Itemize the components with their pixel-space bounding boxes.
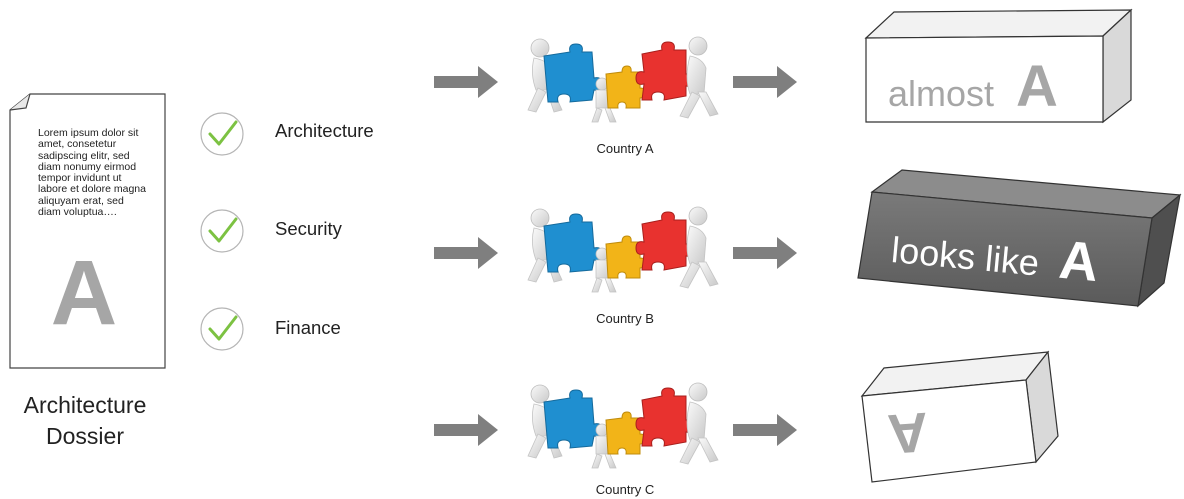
country-label-c: Country C (595, 482, 655, 497)
country-label-b: Country B (596, 311, 654, 326)
outcome-box-upside-down-a: A (860, 350, 1059, 483)
arrow-right-icon (733, 414, 797, 446)
dossier-text-line: diam voluptua…. (38, 206, 117, 219)
puzzle-team-country-c (527, 382, 719, 469)
arrow-right-icon (733, 66, 797, 98)
arrow-right-icon (733, 237, 797, 269)
outcome-text-almost: almost (888, 73, 994, 114)
outcome-letter: A (1016, 54, 1058, 119)
puzzle-team-country-a (527, 36, 719, 123)
dossier-big-letter: A (51, 242, 117, 344)
outcome-box-almost-a: almost A (864, 8, 1133, 124)
dossier-text-line: tempor invidunt ut (38, 172, 122, 185)
check-icon (200, 209, 244, 253)
dossier-text-line: diam nonumy eirmod (38, 160, 137, 173)
arrow-right-icon (434, 66, 498, 98)
arrow-right-icon (434, 237, 498, 269)
check-label-architecture: Architecture (275, 120, 374, 141)
dossier-document: A (9, 93, 166, 369)
country-label-a: Country A (596, 141, 654, 156)
outcome-letter: A (1057, 230, 1101, 293)
puzzle-team-country-b (527, 206, 719, 293)
check-label-security: Security (275, 218, 342, 239)
dossier-title: Architecture Dossier (0, 390, 170, 452)
check-label-finance: Finance (275, 317, 341, 338)
check-icon (200, 307, 244, 351)
dossier-text-line: aliquyam erat, sed (38, 194, 124, 207)
dossier-title-line: Dossier (46, 423, 124, 449)
dossier-text-line: sadipscing elitr, sed (38, 149, 130, 162)
check-icon (200, 112, 244, 156)
arrow-right-icon (434, 414, 498, 446)
dossier-lorem-text: Lorem ipsum dolor sit amet, consetetur s… (38, 127, 154, 219)
dossier-text-line: Lorem ipsum dolor sit (38, 127, 139, 139)
dossier-text-line: labore et dolore magna (38, 183, 146, 196)
dossier-title-line: Architecture (23, 392, 147, 418)
dossier-text-line: amet, consetetur (38, 138, 117, 151)
outcome-letter-upside-down: A (886, 401, 931, 467)
outcome-box-looks-like-a: looks like A (857, 169, 1182, 308)
svg-text:almost A: almost A (888, 54, 1058, 119)
